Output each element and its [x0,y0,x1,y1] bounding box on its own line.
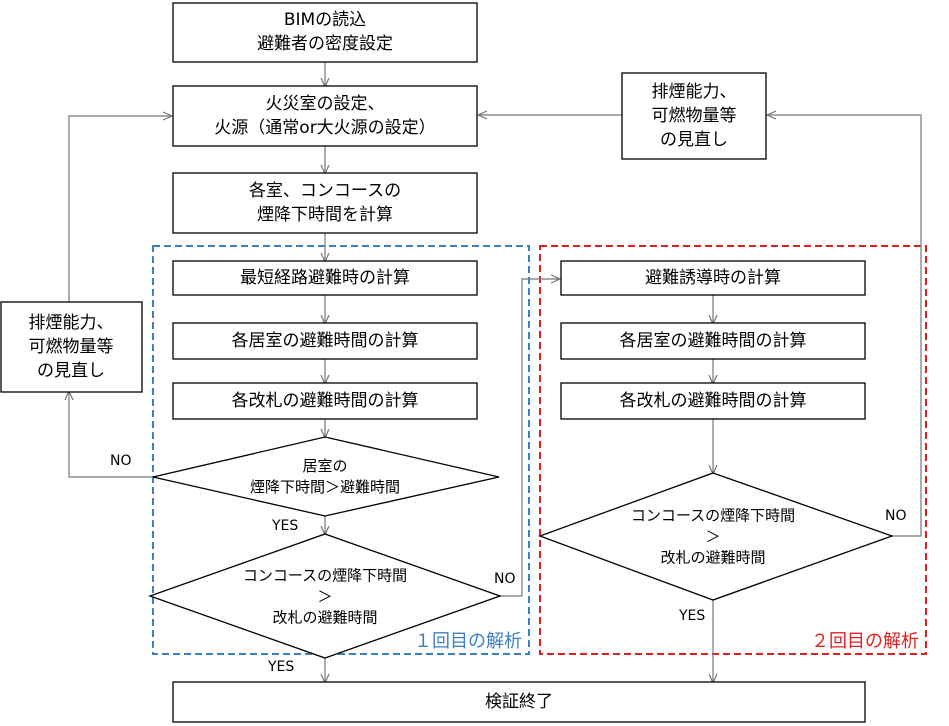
decision-concourse-2-label: コンコースの煙降下時間 ＞ 改札の避難時間 [631,507,795,567]
node-line: 排煙能力、 [29,313,114,333]
node-shortest-route-calc: 最短経路避難時の計算 [172,260,478,296]
node-line: 改札の避難時間 [660,549,765,567]
node-review-left: 排煙能力、可燃物量等の見直し [0,301,143,393]
second-analysis-region [539,245,927,655]
edge-decision-concourse2-no [768,115,922,537]
node-line: 居室の [302,457,347,475]
node-room-evac-time-1: 各居室の避難時間の計算 [172,322,478,360]
first-analysis-region [152,245,530,655]
node-line: 火災室の設定、 [266,94,385,114]
edges [68,62,922,682]
node-shortest-route-calc-label: 最短経路避難時の計算 [240,268,410,288]
node-line: 煙降下時間＞避難時間 [250,478,400,496]
label-concourse2-yes: YES [678,608,705,624]
node-smoke-calc: 各室、コンコースの煙降下時間を計算 [172,172,478,234]
first-analysis-label: １回目の解析 [414,631,522,652]
node-line: 改札の避難時間 [272,609,377,627]
node-bim-load-label: BIMの読込避難者の密度設定 [257,10,393,54]
node-line: コンコースの煙降下時間 [631,507,795,525]
label-concourse2-no: NO [885,508,907,524]
node-smoke-calc-label: 各室、コンコースの煙降下時間を計算 [249,181,401,225]
node-review-left-label: 排煙能力、可燃物量等の見直し [29,313,114,381]
node-guided-evac-calc: 避難誘導時の計算 [560,260,866,296]
node-line: 各室、コンコースの [249,181,401,201]
node-line: 火源（通常or大火源の設定） [214,118,435,138]
label-room-yes: YES [271,518,298,534]
node-room-evac-time-2: 各居室の避難時間の計算 [560,322,866,360]
node-line: 排煙能力、 [652,82,737,102]
node-line: 煙降下時間を計算 [257,205,393,225]
node-room-evac-time-2-label: 各居室の避難時間の計算 [620,331,807,351]
node-guided-evac-calc-label: 避難誘導時の計算 [645,268,781,288]
node-gate-evac-time-2: 各改札の避難時間の計算 [560,382,866,420]
decision-concourse-2: コンコースの煙降下時間 ＞ 改札の避難時間 [538,472,894,601]
edge-decision-concourse1-no [500,279,559,597]
node-line: 可燃物量等 [29,337,114,357]
decision-concourse-1: コンコースの煙降下時間 ＞ 改札の避難時間 [148,533,502,659]
node-verification-end-label: 検証終了 [485,692,553,712]
edge-decision-room-no [69,392,153,478]
node-room-evac-time-1-label: 各居室の避難時間の計算 [232,331,419,351]
node-review-top-label: 排煙能力、可燃物量等の見直し [652,82,737,150]
node-line: 各居室の避難時間の計算 [620,331,807,351]
decision-concourse-1-label: コンコースの煙降下時間 ＞ 改札の避難時間 [243,567,407,627]
node-line: 避難誘導時の計算 [645,268,781,288]
decision-room: 居室の煙降下時間＞避難時間 [152,436,500,517]
node-line: 避難者の密度設定 [257,34,393,54]
node-gate-evac-time-2-label: 各改札の避難時間の計算 [620,391,807,411]
node-line: ＞ [317,588,332,606]
node-line: 各改札の避難時間の計算 [232,391,419,411]
node-line: 可燃物量等 [652,106,737,126]
node-review-top: 排煙能力、可燃物量等の見直し [621,72,767,160]
node-gate-evac-time-1: 各改札の避難時間の計算 [172,382,478,420]
node-verification-end: 検証終了 [172,681,866,723]
node-line: の見直し [37,361,105,381]
node-line: コンコースの煙降下時間 [243,567,407,585]
node-line: 最短経路避難時の計算 [240,268,410,288]
node-line: BIMの読込 [284,10,366,30]
node-line: 各居室の避難時間の計算 [232,331,419,351]
node-line: ＞ [705,528,720,546]
decision-room-label: 居室の煙降下時間＞避難時間 [250,457,400,496]
node-gate-evac-time-1-label: 各改札の避難時間の計算 [232,391,419,411]
node-line: の見直し [660,130,728,150]
label-concourse1-yes: YES [267,659,294,675]
label-room-no: NO [110,453,132,469]
node-line: 各改札の避難時間の計算 [620,391,807,411]
node-line: 検証終了 [485,692,553,712]
node-fire-room-setup: 火災室の設定、火源（通常or大火源の設定） [172,85,478,147]
node-fire-room-setup-label: 火災室の設定、火源（通常or大火源の設定） [214,94,435,138]
label-concourse1-no: NO [494,571,516,587]
second-analysis-label: ２回目の解析 [811,631,919,652]
node-bim-load: BIMの読込避難者の密度設定 [172,2,478,63]
edge-review-left-to-fire [68,116,171,302]
